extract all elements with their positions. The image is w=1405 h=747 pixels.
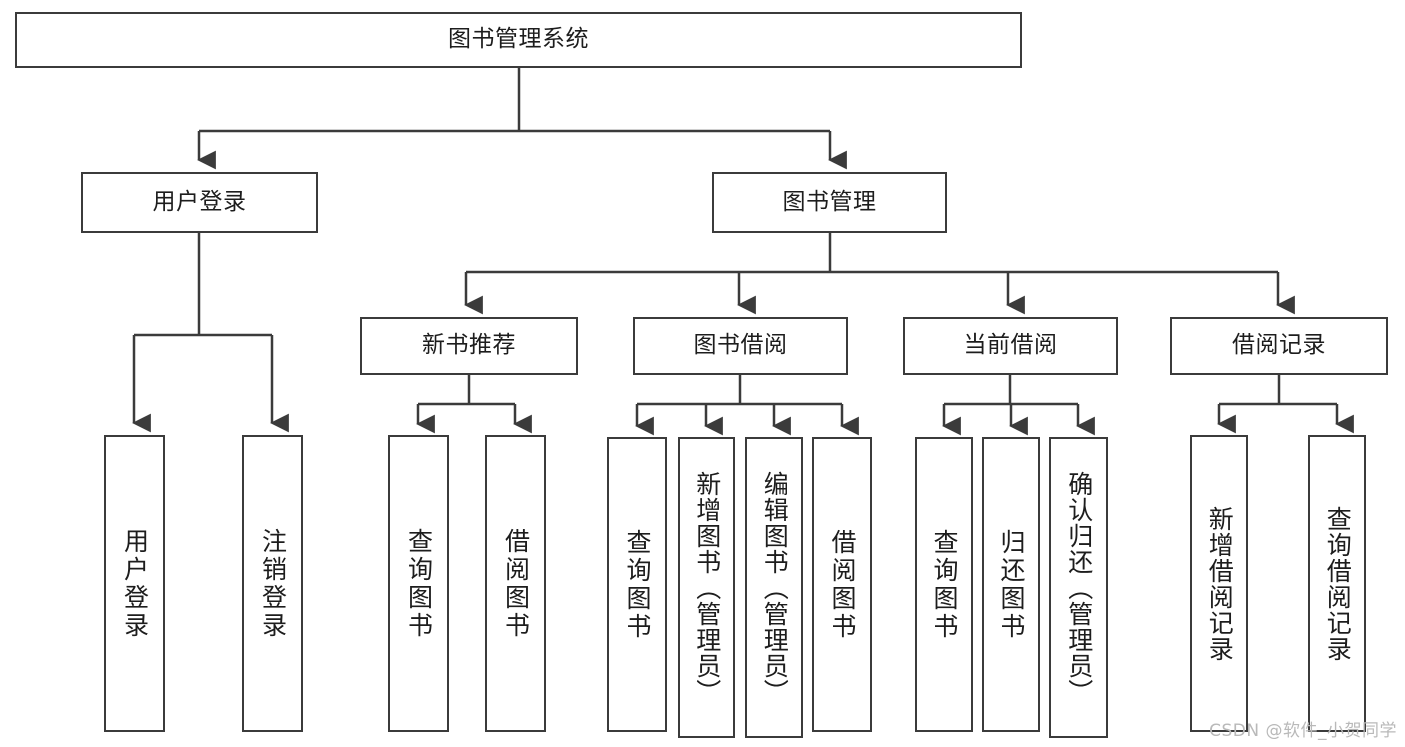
node-current-borrow-label: 当前借阅 — [963, 332, 1058, 359]
node-book-management-label: 图书管理 — [782, 188, 877, 215]
node-leaf-edit-book-admin[interactable]: 编辑图书（管理员） — [745, 437, 803, 738]
node-leaf-add-book-admin-label: 新增图书（管理员） — [692, 470, 722, 705]
node-leaf-query-book-current-label: 查询图书 — [930, 528, 959, 641]
node-leaf-add-borrow-record[interactable]: 新增借阅记录 — [1190, 435, 1248, 732]
node-leaf-query-book-borrow-label: 查询图书 — [623, 528, 652, 641]
node-root[interactable]: 图书管理系统 — [15, 12, 1022, 68]
node-user-login-label: 用户登录 — [152, 188, 247, 215]
node-leaf-query-borrow-record[interactable]: 查询借阅记录 — [1308, 435, 1366, 732]
node-new-book-recommend-label: 新书推荐 — [422, 332, 516, 359]
node-leaf-borrow-book-rec[interactable]: 借阅图书 — [485, 435, 546, 732]
node-current-borrow[interactable]: 当前借阅 — [903, 317, 1118, 375]
node-leaf-return-book-label: 归还图书 — [997, 528, 1026, 641]
node-leaf-query-book-current[interactable]: 查询图书 — [915, 437, 973, 732]
node-book-borrow-label: 图书借阅 — [693, 332, 788, 359]
node-leaf-query-borrow-record-label: 查询借阅记录 — [1323, 505, 1353, 662]
node-borrow-record-label: 借阅记录 — [1232, 332, 1326, 359]
node-book-management[interactable]: 图书管理 — [712, 172, 947, 233]
node-leaf-confirm-return-admin[interactable]: 确认归还（管理员） — [1049, 437, 1108, 738]
node-leaf-borrow-book[interactable]: 借阅图书 — [812, 437, 872, 732]
node-leaf-query-book-rec[interactable]: 查询图书 — [388, 435, 449, 732]
node-leaf-query-book-borrow[interactable]: 查询图书 — [607, 437, 667, 732]
csdn-watermark: CSDN @软件_小贺同学 — [1209, 721, 1397, 741]
node-leaf-add-borrow-record-label: 新增借阅记录 — [1205, 505, 1235, 662]
node-user-login[interactable]: 用户登录 — [81, 172, 318, 233]
node-leaf-return-book[interactable]: 归还图书 — [982, 437, 1040, 732]
node-leaf-edit-book-admin-label: 编辑图书（管理员） — [760, 470, 790, 705]
node-borrow-record[interactable]: 借阅记录 — [1170, 317, 1388, 375]
node-leaf-borrow-book-rec-label: 借阅图书 — [501, 527, 531, 640]
node-leaf-borrow-book-label: 借阅图书 — [828, 528, 857, 641]
node-book-borrow[interactable]: 图书借阅 — [633, 317, 848, 375]
node-leaf-logout-label: 注销登录 — [258, 527, 288, 640]
node-leaf-logout[interactable]: 注销登录 — [242, 435, 303, 732]
node-leaf-confirm-return-admin-label: 确认归还（管理员） — [1064, 470, 1094, 705]
node-root-label: 图书管理系统 — [448, 26, 589, 53]
node-leaf-query-book-rec-label: 查询图书 — [404, 527, 434, 640]
node-leaf-user-login-label: 用户登录 — [120, 527, 150, 640]
node-leaf-add-book-admin[interactable]: 新增图书（管理员） — [678, 437, 735, 738]
node-leaf-user-login[interactable]: 用户登录 — [104, 435, 165, 732]
node-new-book-recommend[interactable]: 新书推荐 — [360, 317, 578, 375]
